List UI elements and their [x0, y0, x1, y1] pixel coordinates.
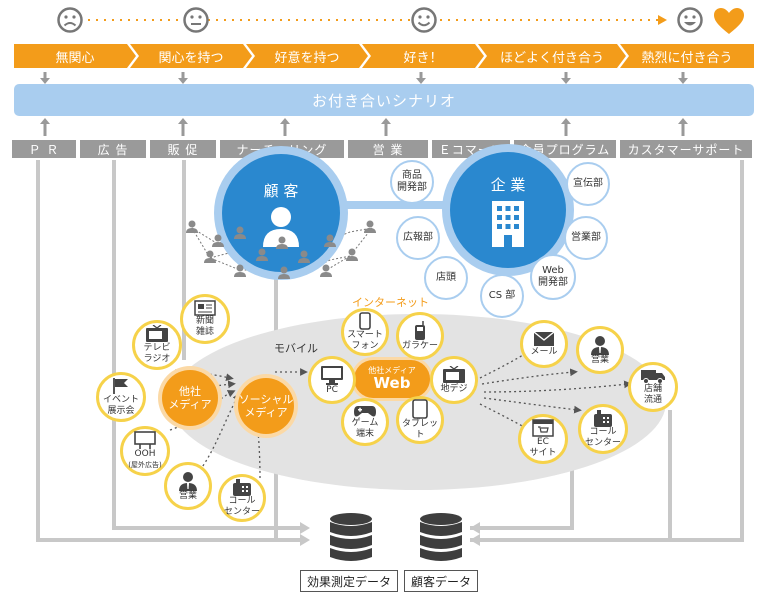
- media-game: ゲーム端末: [341, 398, 389, 446]
- ec-cart-icon: [532, 419, 554, 437]
- web-center: 他社メディア Web: [354, 360, 430, 398]
- tablet-icon: [412, 399, 428, 419]
- tv-icon: [443, 365, 465, 383]
- smartphone-icon: [359, 312, 371, 330]
- feature-phone-icon: [415, 320, 425, 340]
- salesperson-icon: [591, 335, 609, 355]
- internet-label: インターネット: [352, 296, 429, 309]
- stage-favorable: 好意を持つ: [246, 44, 368, 68]
- media-sales: 営業: [164, 462, 212, 510]
- database-icon: [330, 513, 372, 561]
- media-tablet: タブレット: [396, 396, 444, 444]
- scenario-bar: お付き合いシナリオ: [14, 84, 754, 116]
- channel-store-dist: 店舗流通: [628, 362, 678, 412]
- stage-like: 好き！: [362, 44, 484, 68]
- billboard-icon: [134, 431, 156, 449]
- media-feature-phone: ガラケー: [396, 312, 444, 360]
- stage-moderate-relation: ほどよく付き合う: [478, 44, 626, 68]
- channel-call-center: コールセンター: [578, 404, 628, 454]
- customer-circle: 顧 客: [222, 154, 340, 272]
- salesperson-icon: [179, 471, 197, 491]
- smile-face-icon: [411, 7, 437, 33]
- stage-indifferent: 無関心: [14, 44, 136, 68]
- unit-store: 店頭: [424, 256, 468, 300]
- dept-sales-promotion: 販 促: [150, 140, 216, 158]
- channel-mail: メール: [520, 320, 568, 368]
- social-media-circle: ソーシャルメディア: [238, 378, 294, 434]
- media-pc: PC: [308, 356, 356, 404]
- unit-pr-dept: 広報部: [396, 216, 440, 260]
- channel-sales: 営業: [576, 326, 624, 374]
- customer-label: 顧 客: [263, 181, 299, 200]
- dept-pr: Ｐ Ｒ: [12, 140, 76, 158]
- dept-sales: 営 業: [348, 140, 428, 158]
- media-tv-radio: テレビラジオ: [132, 320, 182, 370]
- other-media-circle: 他社メディア: [162, 370, 218, 426]
- media-smartphone: スマートフォン: [341, 308, 389, 356]
- neutral-face-icon: [183, 7, 209, 33]
- stage-interested: 関心を持つ: [130, 44, 252, 68]
- telephone-icon: [594, 410, 612, 427]
- flag-icon: [113, 378, 128, 394]
- dept-membership: 会員プログラム: [514, 140, 616, 158]
- unit-product-dev: 商品開発部: [390, 160, 434, 204]
- stage-passionate-relation: 熱烈に付き合う: [620, 44, 754, 68]
- dept-customer-support: カスタマーサポート: [620, 140, 752, 158]
- mobile-label: モバイル: [274, 342, 318, 355]
- gamepad-icon: [354, 406, 376, 417]
- building-icon: [492, 200, 524, 247]
- media-call-center: コールセンター: [218, 474, 266, 522]
- truck-icon: [641, 370, 665, 384]
- unit-sales-dept: 営業部: [564, 216, 608, 260]
- media-digital-tv: 地デジ: [430, 356, 478, 404]
- effect-data-label: 効果測定データ: [300, 570, 398, 592]
- monitor-icon: [321, 365, 343, 385]
- big-smile-face-icon: [677, 7, 703, 33]
- customer-data-label: 顧客データ: [404, 570, 478, 592]
- media-newspaper: 新聞雑誌: [180, 294, 230, 344]
- dept-nurturing: ナーチャリング: [220, 140, 344, 158]
- company-label: 企 業: [490, 175, 526, 194]
- dept-advertising: 広 告: [80, 140, 146, 158]
- frown-face-icon: [57, 7, 83, 33]
- company-circle: 企 業: [450, 152, 566, 268]
- envelope-icon: [533, 330, 555, 346]
- unit-cs: CS 部: [480, 274, 524, 318]
- tv-radio-icon: [146, 325, 168, 342]
- customer-network-icon: [186, 220, 376, 279]
- heart-icon: [714, 8, 744, 34]
- telephone-icon: [233, 479, 251, 496]
- media-event: イベント展示会: [96, 372, 146, 422]
- media-ooh: OOH(屋外広告): [120, 426, 170, 476]
- database-icon: [420, 513, 462, 561]
- unit-promo-dept: 宣伝部: [566, 162, 610, 206]
- newspaper-icon: [194, 300, 216, 316]
